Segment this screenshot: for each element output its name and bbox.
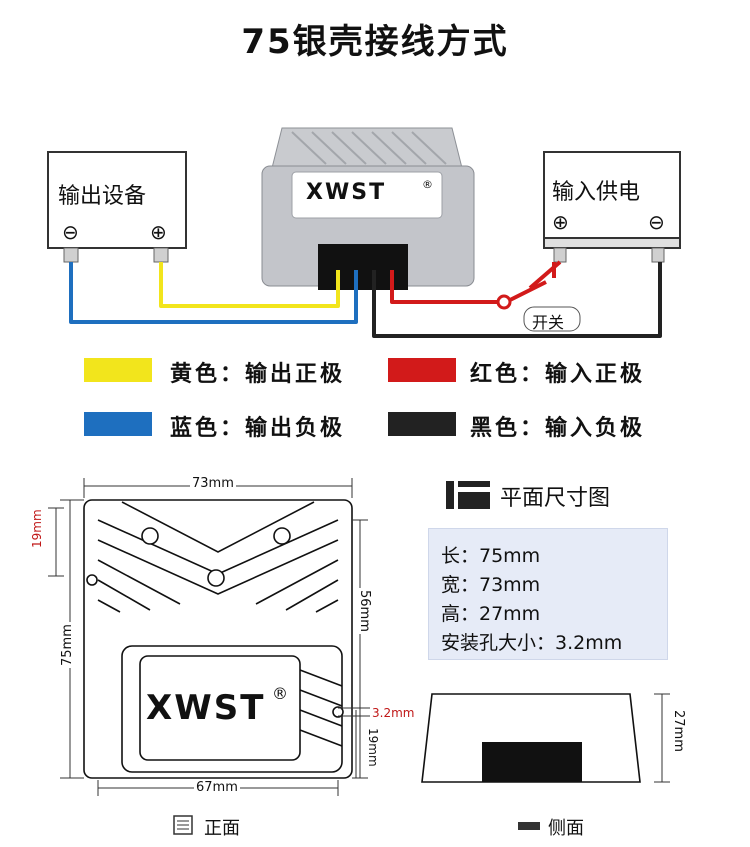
side-view-label: 侧面	[548, 818, 584, 839]
module-body	[261, 127, 475, 290]
top-view	[83, 499, 353, 779]
dimensions-title: 平面尺寸图	[500, 486, 611, 511]
output-plus-icon: ⊕	[150, 220, 167, 244]
module-brand: XWST	[306, 180, 387, 205]
dimension-icon	[446, 481, 490, 509]
dim-hole: 3.2mm	[372, 706, 415, 720]
front-brand: XWST	[146, 688, 266, 728]
dim-right-bottom: 19mm	[366, 728, 380, 767]
wires	[69, 260, 662, 338]
wire-red	[390, 270, 498, 304]
legend-yellow: 黄色：输出正极	[170, 362, 346, 387]
dim-bottom-width: 67mm	[194, 780, 240, 795]
side-view-icon	[518, 822, 540, 830]
legend-swatch-red	[388, 358, 456, 382]
input-minus-icon: ⊖	[648, 210, 665, 234]
legend-black: 黑色：输入负极	[470, 416, 646, 441]
dim-left-top: 19mm	[30, 509, 44, 548]
module-registered-mark: ®	[422, 178, 433, 191]
page-title: 75银壳接线方式	[241, 22, 509, 62]
switch	[496, 262, 581, 332]
wire-blue	[69, 262, 358, 324]
legend-swatch-yellow	[84, 358, 152, 382]
input-power-label: 输入供电	[552, 180, 641, 205]
dim-top-width: 73mm	[190, 476, 236, 491]
legend-blue: 蓝色：输出负极	[170, 416, 346, 441]
dim-side-height: 27mm	[671, 710, 686, 752]
wire-black	[372, 262, 662, 338]
side-view	[421, 693, 670, 783]
dim-left-height: 75mm	[60, 622, 75, 668]
switch-label: 开关	[532, 313, 565, 332]
legend-swatch-blue	[84, 412, 152, 436]
wire-yellow	[159, 262, 340, 308]
spec-hole: 安装孔大小：3.2mm	[441, 632, 623, 654]
spec-height: 高：27mm	[441, 603, 541, 625]
input-plus-icon: ⊕	[552, 210, 569, 234]
spec-length: 长：75mm	[441, 545, 541, 567]
legend-red: 红色：输入正极	[470, 362, 646, 387]
output-minus-icon: ⊖	[62, 220, 79, 244]
spec-box: 长：75mm 宽：73mm 高：27mm 安装孔大小：3.2mm	[428, 528, 668, 660]
legend-swatch-black	[388, 412, 456, 436]
output-device-box	[47, 151, 187, 263]
front-view-label: 正面	[204, 818, 240, 839]
dim-right-height: 56mm	[357, 588, 372, 634]
front-registered-mark: ®	[272, 684, 288, 703]
front-view-icon	[173, 815, 193, 835]
output-device-label: 输出设备	[58, 184, 147, 209]
spec-width: 宽：73mm	[441, 574, 541, 596]
input-power-box	[543, 151, 681, 263]
